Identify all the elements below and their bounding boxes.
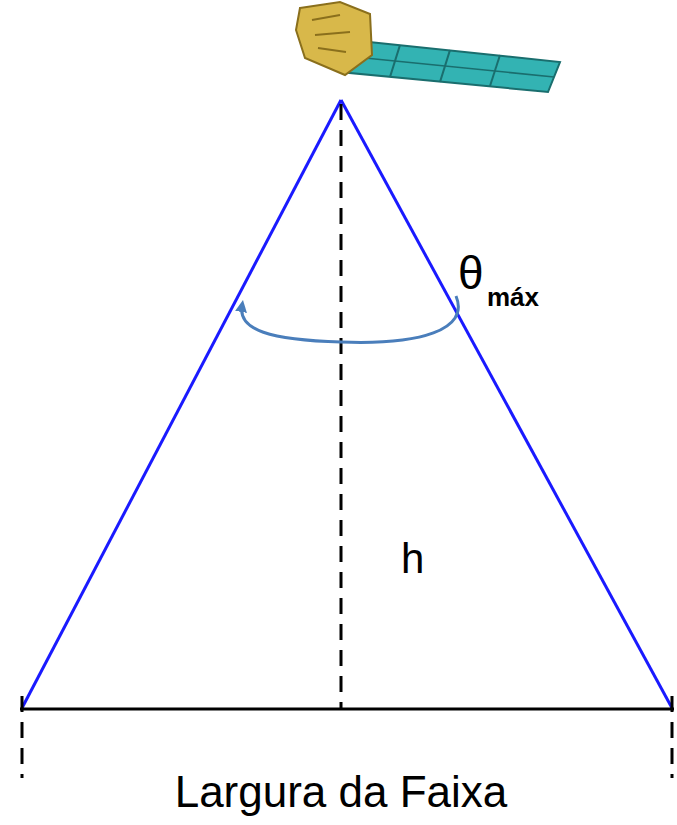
swath-edge-line — [341, 100, 672, 708]
dimension-tick — [671, 696, 674, 778]
swath-width-label: Largura da Faixa — [175, 770, 508, 814]
swath-edge-line — [22, 100, 341, 708]
ground-line — [20, 708, 674, 711]
angle-symbol: θ — [458, 250, 484, 296]
dimension-tick — [21, 696, 24, 778]
angle-subscript: máx — [487, 284, 539, 310]
nadir-line — [340, 104, 343, 708]
satellite-icon — [296, 2, 560, 92]
height-label: h — [401, 538, 424, 580]
angle-arc — [242, 296, 459, 342]
